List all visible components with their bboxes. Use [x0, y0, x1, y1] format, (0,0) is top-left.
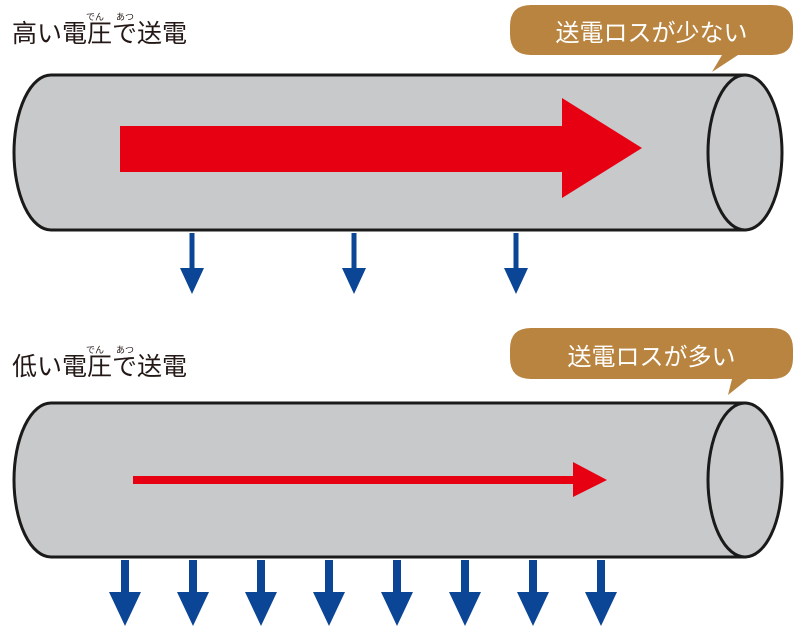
current-arrow [120, 98, 642, 198]
ruby-atsu: あつ [116, 13, 135, 23]
panel-low-voltage [12, 328, 793, 626]
ruby-den: でん [86, 346, 105, 356]
bubble-text-more-loss: 送電ロスが多い [567, 343, 736, 371]
loss-arrow [585, 560, 617, 626]
loss-arrow [177, 560, 209, 626]
heading-text: 低い電圧で送電 [12, 352, 188, 381]
loss-arrows [180, 233, 528, 294]
speech-bubble [510, 5, 793, 72]
pipe-end [706, 73, 784, 232]
loss-arrow [180, 233, 204, 294]
bubble-text-less-loss: 送電ロスが少ない [555, 19, 748, 47]
loss-arrows [109, 560, 617, 626]
ruby-den: でん [86, 13, 105, 23]
pipe-end [706, 401, 784, 559]
heading-text: 高い電圧で送電 [12, 19, 188, 48]
current-arrow [133, 462, 607, 497]
loss-arrow [449, 560, 481, 626]
loss-arrow [245, 560, 277, 626]
ruby-atsu: あつ [116, 346, 135, 356]
loss-arrow [504, 233, 528, 294]
loss-arrow [517, 560, 549, 626]
speech-bubble [510, 328, 793, 395]
loss-arrow [313, 560, 345, 626]
loss-arrow [109, 560, 141, 626]
loss-arrow [342, 233, 366, 294]
panel-high-voltage [12, 5, 793, 294]
loss-arrow [381, 560, 413, 626]
